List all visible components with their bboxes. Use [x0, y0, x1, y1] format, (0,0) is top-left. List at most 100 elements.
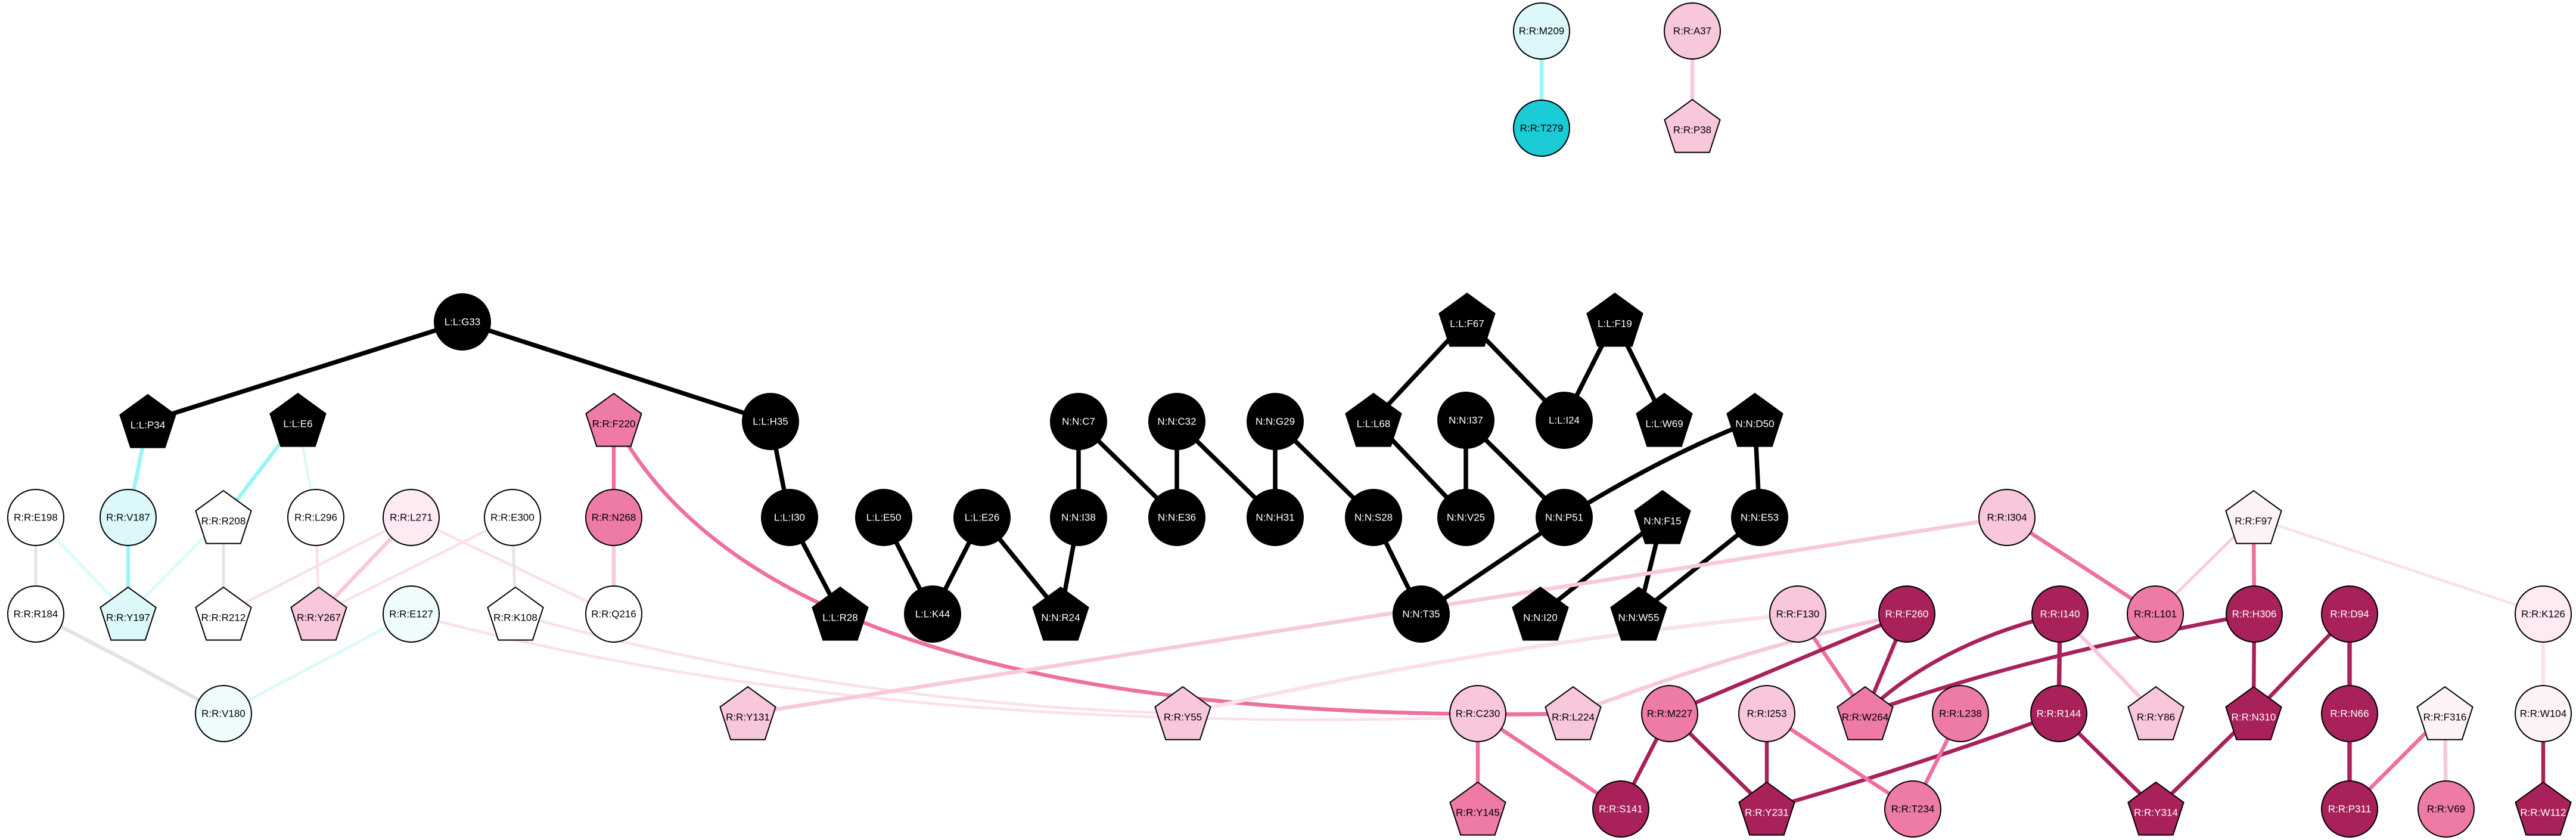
node-r28[interactable]: L:L:R28	[812, 586, 869, 641]
node-circle	[742, 393, 799, 450]
node-y131[interactable]: R:R:Y131	[719, 686, 776, 740]
node-r212[interactable]: R:R:R212	[195, 586, 252, 641]
node-w112[interactable]: R:R:W112	[2515, 781, 2572, 836]
node-v25[interactable]: N:N:V25	[1437, 489, 1494, 546]
node-i304[interactable]: R:R:I304	[1978, 489, 2036, 546]
node-g33[interactable]: L:L:G33	[434, 293, 491, 351]
node-e53[interactable]: N:N:E53	[1731, 489, 1788, 546]
node-v180[interactable]: R:R:V180	[195, 685, 252, 742]
node-n66[interactable]: R:R:N66	[2321, 685, 2378, 742]
edge-c230-s141	[1475, 711, 1623, 811]
edge-e127-l224	[409, 612, 1575, 721]
node-v187[interactable]: R:R:V187	[100, 489, 157, 546]
node-s141[interactable]: R:R:S141	[1592, 780, 1649, 838]
node-f15[interactable]: N:N:F15	[1634, 489, 1691, 544]
node-e36[interactable]: N:N:E36	[1148, 489, 1205, 546]
node-a37[interactable]: R:R:A37	[1664, 2, 1721, 60]
node-i30[interactable]: L:L:I30	[761, 489, 818, 546]
node-i37[interactable]: N:N:I37	[1437, 392, 1494, 449]
node-h306[interactable]: R:R:H306	[2226, 585, 2283, 643]
node-i20[interactable]: N:N:I20	[1512, 586, 1569, 641]
node-m227[interactable]: R:R:M227	[1641, 685, 1698, 742]
node-m209[interactable]: R:R:M209	[1513, 2, 1570, 60]
node-circle	[1878, 585, 1935, 643]
node-i24[interactable]: L:L:I24	[1536, 392, 1593, 449]
node-n268[interactable]: R:R:N268	[585, 489, 642, 546]
node-k108[interactable]: R:R:K108	[487, 586, 544, 641]
node-s28[interactable]: N:N:S28	[1345, 489, 1402, 546]
node-p51[interactable]: N:N:P51	[1536, 489, 1593, 546]
node-e6[interactable]: L:L:E6	[269, 392, 327, 447]
node-f260[interactable]: R:R:F260	[1878, 585, 1935, 643]
node-circle	[1536, 489, 1593, 546]
node-v69[interactable]: R:R:V69	[2417, 780, 2475, 838]
node-r24[interactable]: N:N:R24	[1032, 586, 1089, 641]
node-f220[interactable]: R:R:F220	[585, 392, 642, 447]
node-p38[interactable]: R:R:P38	[1664, 98, 1721, 153]
node-l224[interactable]: R:R:L224	[1545, 686, 1602, 740]
node-k126[interactable]: R:R:K126	[2515, 585, 2572, 643]
node-h35[interactable]: L:L:H35	[742, 393, 799, 450]
node-pentagon	[1545, 686, 1602, 740]
node-r208[interactable]: R:R:R208	[195, 489, 252, 544]
node-t35[interactable]: N:N:T35	[1393, 585, 1450, 643]
node-y145[interactable]: R:R:Y145	[1449, 781, 1506, 836]
node-e300[interactable]: R:R:E300	[484, 489, 541, 546]
node-c7[interactable]: N:N:C7	[1050, 393, 1107, 450]
node-g29[interactable]: N:N:G29	[1247, 393, 1304, 450]
node-pentagon	[1726, 392, 1783, 447]
node-pentagon	[1664, 98, 1721, 153]
node-l238[interactable]: R:R:L238	[1932, 685, 1989, 742]
node-e127[interactable]: R:R:E127	[383, 585, 440, 643]
node-circle	[1148, 393, 1205, 450]
node-p34[interactable]: L:L:P34	[119, 393, 176, 448]
node-e26[interactable]: L:L:E26	[953, 489, 1011, 546]
node-q216[interactable]: R:R:Q216	[585, 585, 642, 643]
edge-g33-p34	[145, 320, 465, 424]
node-w69[interactable]: L:L:W69	[1636, 392, 1693, 447]
node-e50l[interactable]: L:L:E50	[855, 489, 912, 546]
node-l271[interactable]: R:R:L271	[383, 489, 440, 546]
node-circle	[1932, 685, 1989, 742]
node-pentagon	[585, 392, 642, 447]
node-d50[interactable]: N:N:D50	[1726, 392, 1783, 447]
node-pentagon	[119, 393, 176, 448]
node-h31[interactable]: N:N:H31	[1247, 489, 1304, 546]
node-circle	[434, 293, 491, 351]
node-e198[interactable]: R:R:E198	[7, 489, 64, 546]
node-circle	[1592, 780, 1649, 838]
node-t234[interactable]: R:R:T234	[1884, 780, 1941, 838]
node-i253[interactable]: R:R:I253	[1738, 685, 1795, 742]
node-circle	[2515, 685, 2572, 742]
node-circle	[2321, 780, 2378, 838]
node-l296[interactable]: R:R:L296	[287, 489, 344, 546]
node-k44[interactable]: L:L:K44	[904, 585, 961, 643]
node-circle	[195, 685, 252, 742]
node-pentagon	[1837, 686, 1894, 740]
node-p311[interactable]: R:R:P311	[2321, 780, 2378, 838]
node-f316[interactable]: R:R:F316	[2416, 686, 2474, 740]
node-d94[interactable]: R:R:D94	[2321, 585, 2378, 643]
edge-f220-l224	[611, 418, 1576, 717]
node-w55[interactable]: N:N:W55	[1610, 586, 1667, 641]
node-r144[interactable]: R:R:R144	[2030, 685, 2087, 742]
node-f19[interactable]: L:L:F19	[1586, 292, 1643, 347]
node-f97[interactable]: R:R:F97	[2225, 489, 2282, 544]
node-f67[interactable]: L:L:F67	[1438, 292, 1496, 347]
node-i38[interactable]: N:N:I38	[1050, 489, 1107, 546]
node-f130[interactable]: R:R:F130	[1769, 585, 1826, 643]
node-t279[interactable]: R:R:T279	[1513, 100, 1570, 157]
node-w104[interactable]: R:R:W104	[2515, 685, 2572, 742]
node-c230[interactable]: R:R:C230	[1449, 685, 1506, 742]
node-c32[interactable]: N:N:C32	[1148, 393, 1205, 450]
node-l101[interactable]: R:R:L101	[2127, 585, 2184, 643]
node-pentagon	[2225, 489, 2282, 544]
edge-i304-l101	[2005, 515, 2158, 616]
node-pentagon	[1438, 292, 1496, 347]
node-circle	[1664, 2, 1721, 60]
edge-l271-q216	[409, 516, 616, 616]
edge-f130-y55	[1180, 612, 1800, 716]
node-r184[interactable]: R:R:R184	[7, 585, 64, 643]
node-i140[interactable]: R:R:I140	[2031, 585, 2089, 643]
